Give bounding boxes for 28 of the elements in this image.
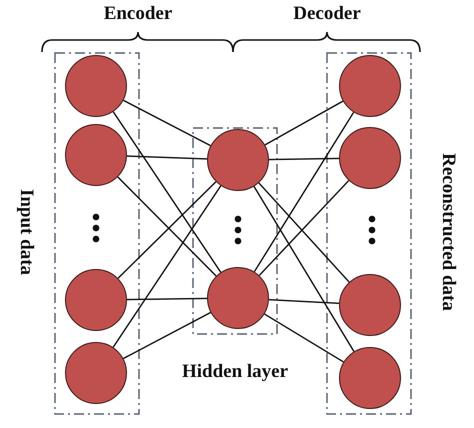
- layer-frame: [192, 127, 278, 335]
- neuron-circle: [339, 127, 401, 189]
- connection-line: [268, 298, 340, 304]
- section-label: Encoder: [104, 3, 172, 25]
- neuron-circle: [207, 267, 269, 329]
- layer-label: Hidden layer: [182, 361, 288, 383]
- connection-line: [112, 185, 222, 348]
- connection-line: [126, 298, 208, 300]
- neuron-circle: [339, 55, 401, 117]
- neuron-circle: [339, 274, 401, 336]
- neuron-circle: [65, 124, 127, 186]
- neuron-circle: [65, 269, 127, 331]
- connection-line: [254, 112, 354, 272]
- connection-line: [264, 100, 344, 146]
- connection-line: [264, 313, 344, 363]
- connection-line: [112, 111, 222, 273]
- layer-frame: [326, 52, 412, 415]
- layer-label: Input data: [15, 188, 37, 276]
- connection-line: [123, 100, 211, 146]
- neuron-circle: [207, 129, 269, 191]
- connection-line: [268, 158, 340, 160]
- layer-frame: [54, 52, 140, 415]
- neuron-circle: [65, 55, 127, 117]
- connection-line: [123, 312, 211, 360]
- connection-line: [253, 186, 355, 352]
- section-label: Decoder: [293, 3, 361, 25]
- layer-label: Reconstructed data: [437, 153, 459, 311]
- connection-line: [126, 155, 208, 160]
